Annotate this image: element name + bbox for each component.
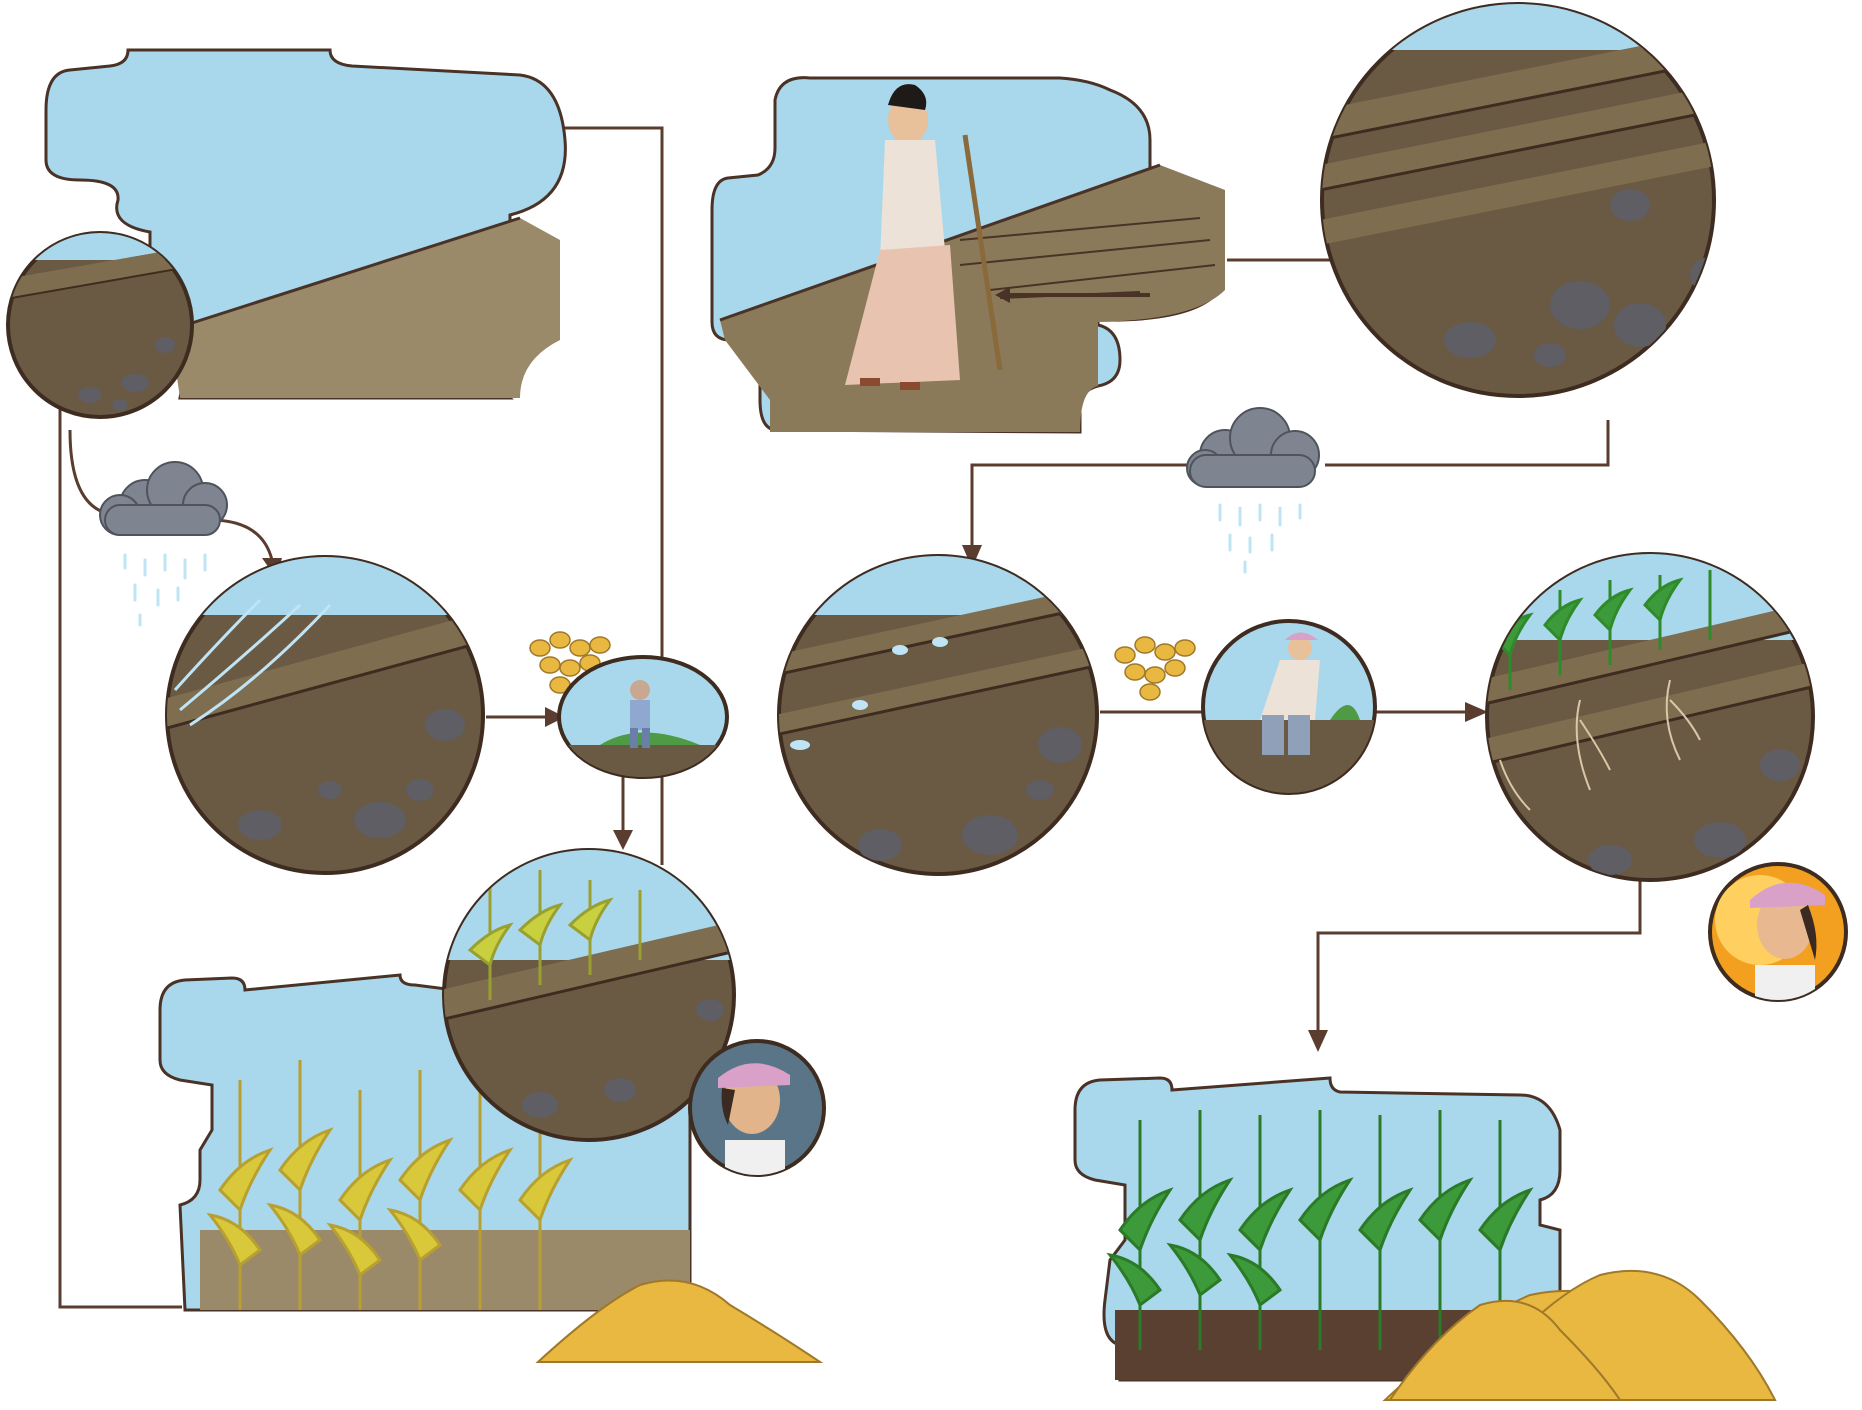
right-good-harvest — [1075, 550, 1846, 1400]
closeup-to-rain-line — [1325, 420, 1608, 465]
left-sowing-step — [530, 632, 729, 780]
rain-cloud-icon — [1187, 408, 1319, 487]
roots-to-harvest-line — [1318, 880, 1640, 1030]
rain-cloud-icon — [100, 462, 227, 535]
left-poor-harvest — [160, 850, 824, 1362]
arrow-head-roots — [1465, 702, 1488, 722]
runoff-step — [160, 555, 490, 873]
arrow-head-harvest — [1308, 1030, 1328, 1052]
left-rain-cloud — [100, 462, 227, 625]
retention-step — [775, 555, 1105, 874]
arrow-head-sowing-harvest — [613, 830, 633, 850]
rain-to-retain-line — [972, 465, 1195, 545]
corn-seeds-icon — [1115, 637, 1195, 700]
right-rain-cloud — [1187, 408, 1319, 572]
left-flat-field-panel — [0, 50, 565, 417]
right-contour-panel — [712, 0, 1730, 432]
